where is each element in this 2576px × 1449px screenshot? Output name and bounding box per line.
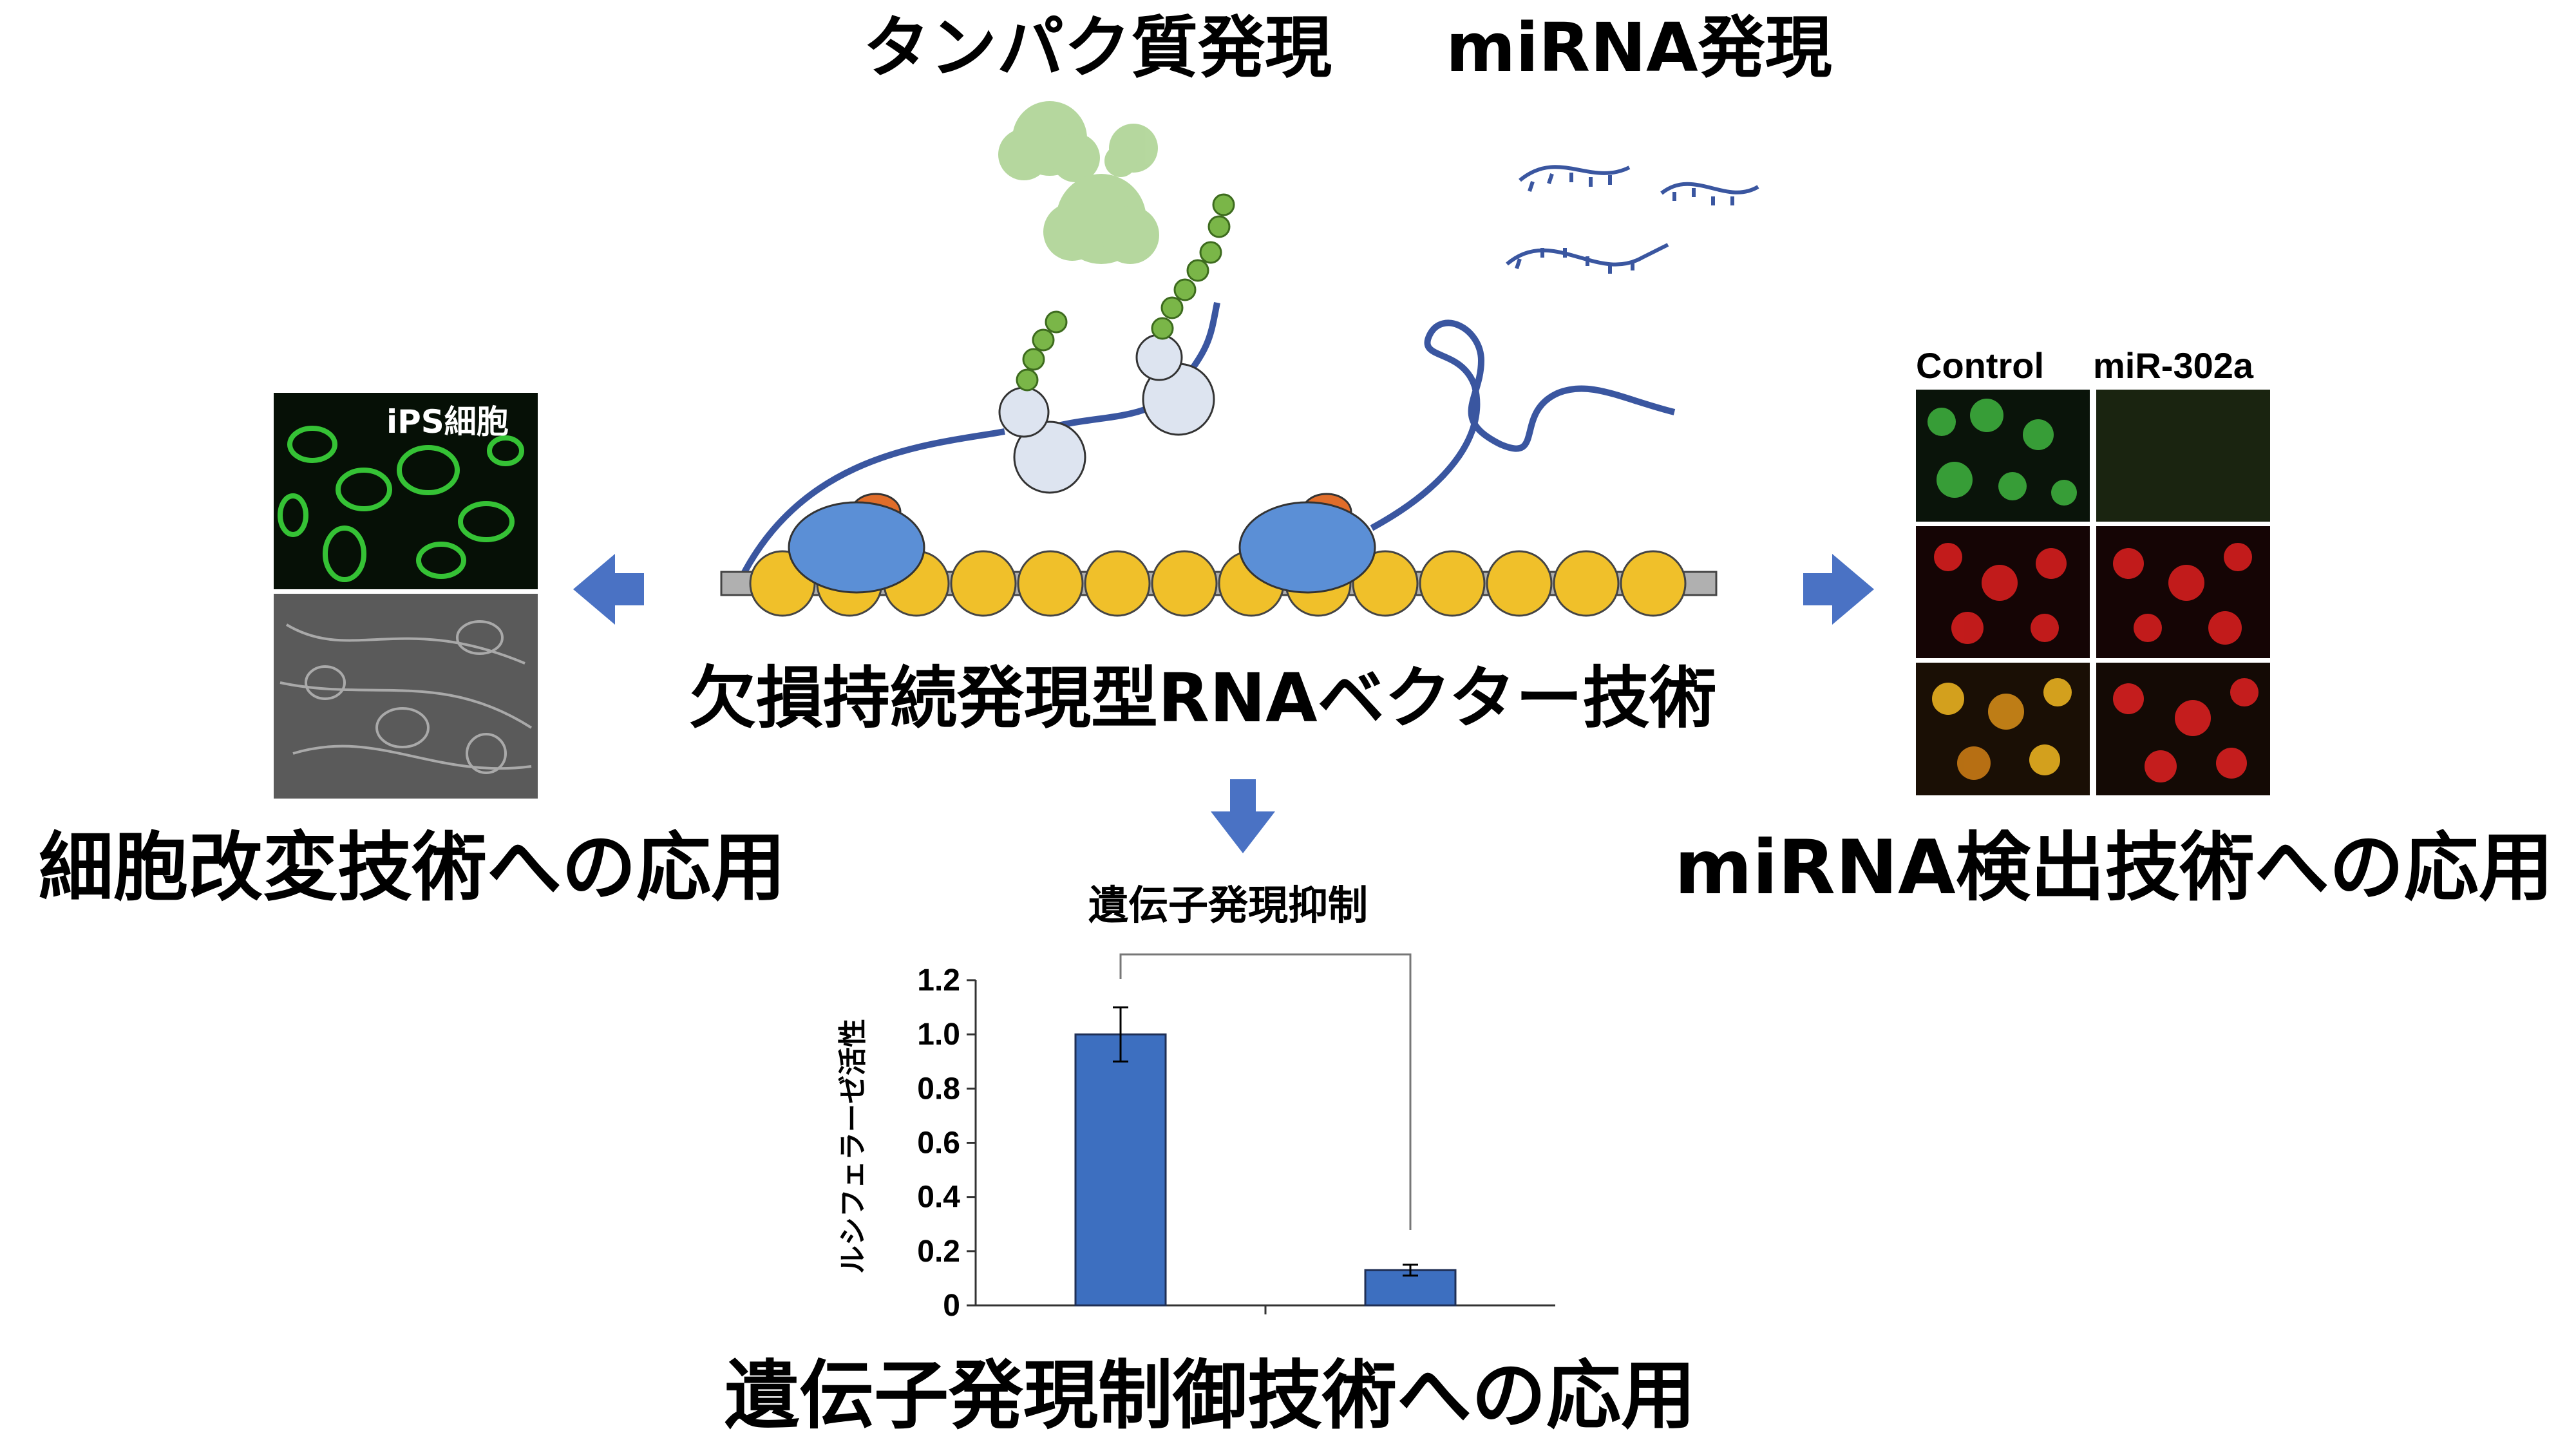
chart-y-tick-label: 0 [943, 1289, 960, 1323]
right-arrow [1803, 554, 1874, 625]
control-label: Control [1916, 345, 2045, 386]
mirna-strands [1506, 165, 1759, 274]
vector-bead [1419, 550, 1486, 617]
mirna-expression-label: miRNA発現 [1446, 8, 1832, 87]
ribosome-upper-left [998, 386, 1086, 494]
vector-bead [1017, 550, 1084, 617]
chart-bracket [1119, 953, 1412, 1230]
mirna-detection-title: miRNA検出技術への応用 [1674, 824, 2553, 911]
chart-bar [1074, 1033, 1167, 1307]
ips-cells-label: iPS細胞 [386, 403, 509, 440]
mir302a-label: miR-302a [2093, 345, 2254, 386]
chart-y-tick-label: 0.4 [917, 1180, 960, 1215]
vector-bead [1084, 550, 1151, 617]
vector-bead [1620, 550, 1687, 617]
chart-y-tick-label: 1.0 [917, 1018, 960, 1052]
ips-cell-images [274, 393, 538, 799]
suppression-annotation: 遺伝子発現抑制 [1088, 882, 1368, 929]
peptide-chains [1016, 193, 1235, 392]
vector-ribosomes [788, 493, 1376, 594]
down-arrow [1211, 779, 1275, 853]
chart-y-tick-label: 0.2 [917, 1235, 960, 1269]
protein-expression-label: タンパク質発現 [863, 8, 1332, 87]
mirna-detection-images [1916, 390, 2270, 795]
chart-y-tick-label: 0.6 [917, 1126, 960, 1160]
protein-clouds [998, 101, 1159, 264]
mrna-strand-left [737, 428, 1005, 582]
mrna-strand-right [1370, 319, 1676, 531]
cell-modification-title: 細胞改変技術への応用 [39, 824, 786, 911]
vector-technology-title: 欠損持続発現型RNAベクター技術 [689, 659, 1717, 737]
chart-y-tick-label: 1.2 [917, 963, 960, 998]
vector-bead [950, 550, 1017, 617]
chart-y-tick-label: 0.8 [917, 1072, 960, 1106]
vector-bead [1553, 550, 1620, 617]
ribosome-upper-right [1135, 334, 1215, 436]
left-arrow [573, 554, 644, 625]
gene-control-title: 遺伝子発現制御技術への応用 [724, 1352, 1696, 1439]
vector-bead [1486, 550, 1553, 617]
vector-bead [1151, 550, 1218, 617]
